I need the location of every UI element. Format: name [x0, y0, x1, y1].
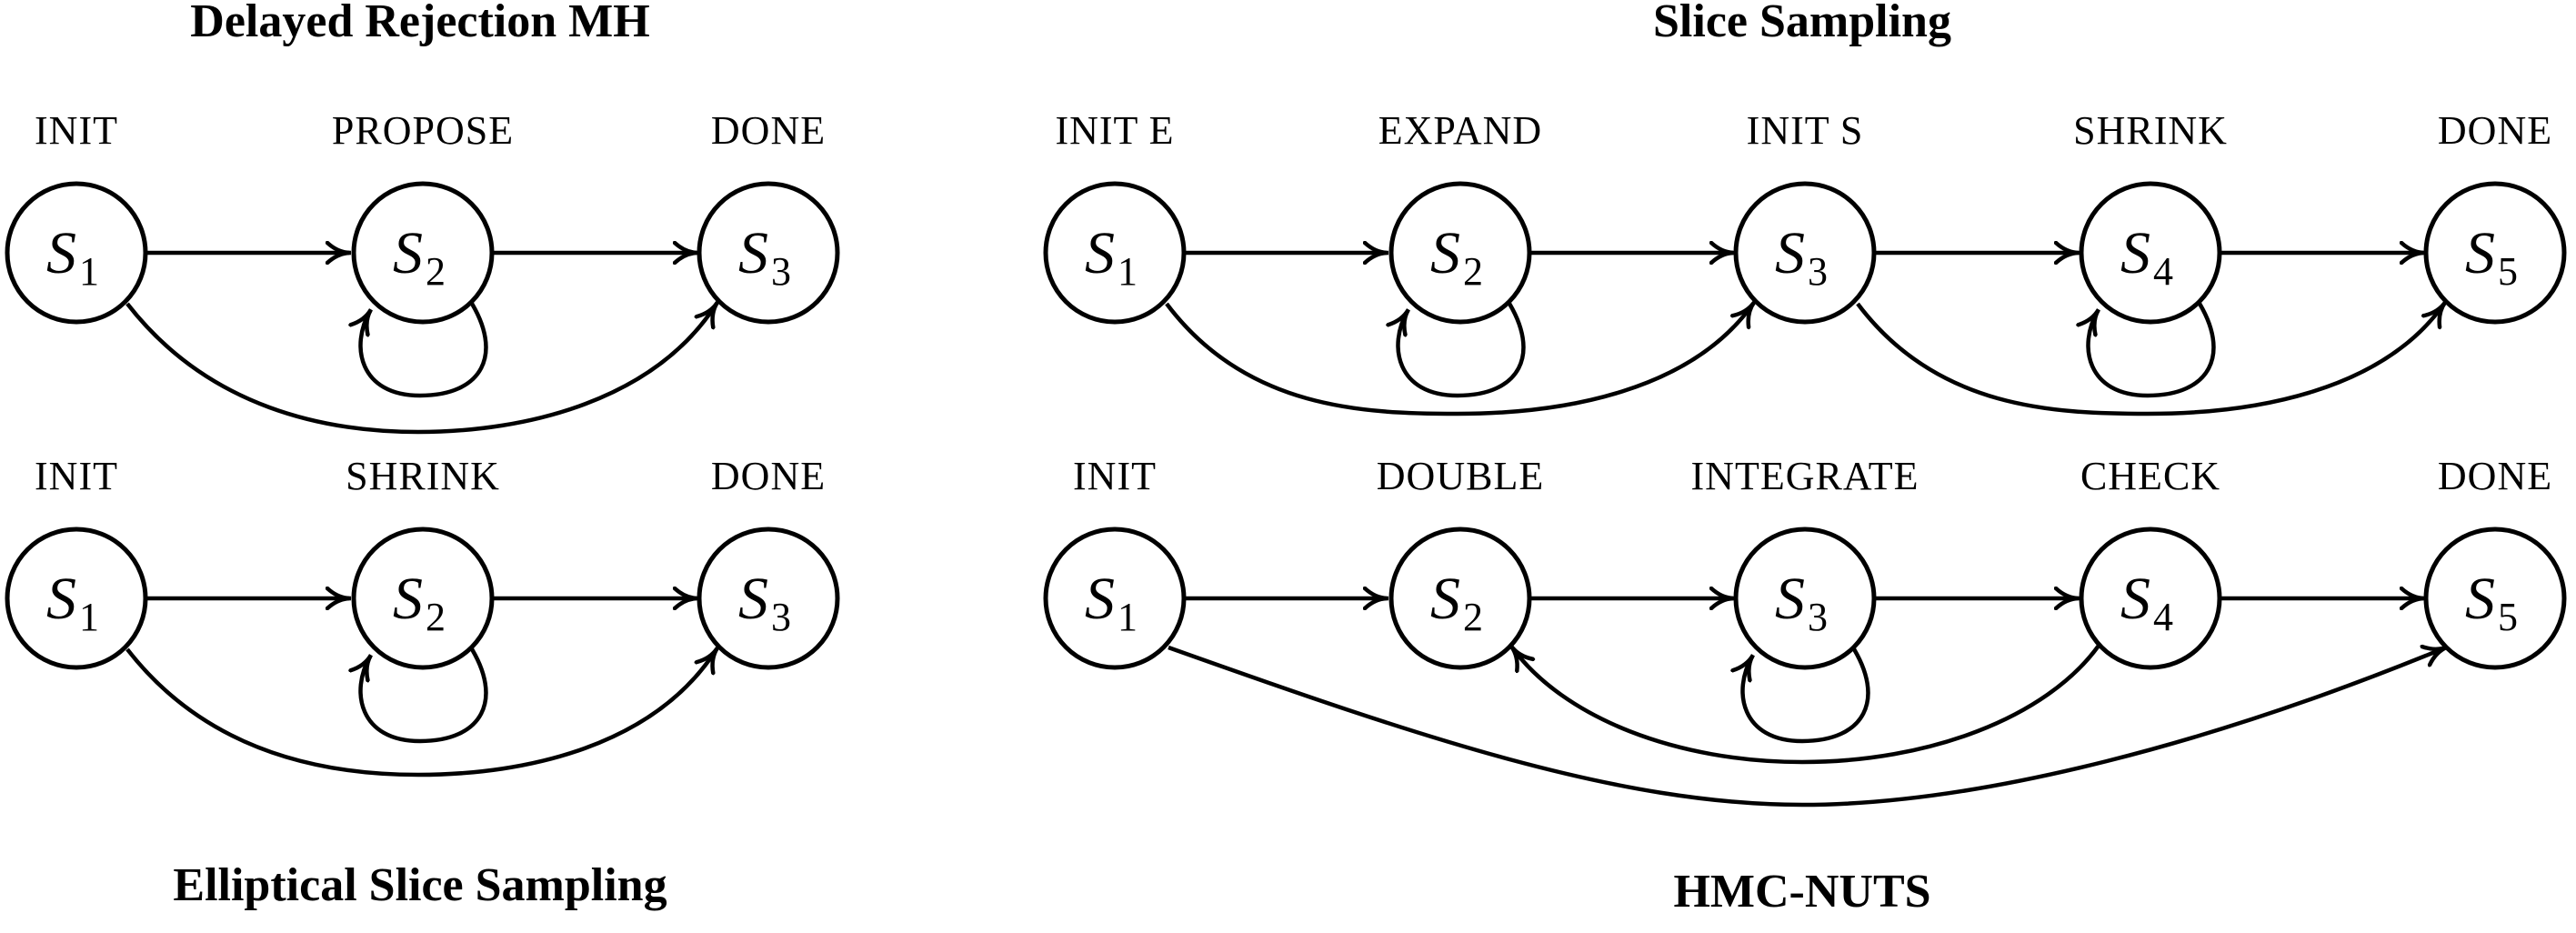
state-node — [5, 527, 148, 670]
state-label: CHECK — [2080, 454, 2220, 498]
edge-s2-self-loop — [361, 643, 488, 744]
state-s4: CHECK S4 — [2079, 454, 2222, 670]
state-s5: DONE S5 — [2423, 454, 2567, 670]
state-label: EXPAND — [1378, 108, 1542, 153]
diagram-hmc-nuts: HMC-NUTS INIT S1 DOUBLE S2 INTEGRATE S3 … — [1043, 454, 2567, 918]
state-s3: INTEGRATE S3 — [1691, 454, 1919, 670]
diagram-slice-sampling: Slice Sampling INIT E S1 EXPAND S2 INIT … — [1043, 0, 2567, 416]
state-symbol: S1 — [46, 220, 99, 294]
state-s4: SHRINK S4 — [2073, 108, 2228, 325]
state-s3: INIT S S3 — [1733, 108, 1877, 325]
state-label: PROPOSE — [332, 108, 514, 153]
state-node — [697, 181, 840, 325]
state-s1: INIT S1 — [1043, 454, 1187, 670]
state-label: INIT — [35, 454, 118, 498]
diagram-title: Elliptical Slice Sampling — [173, 859, 667, 911]
edge-s3-self-loop — [1743, 643, 1870, 744]
state-node — [1733, 181, 1877, 325]
state-symbol: S5 — [2465, 220, 2518, 294]
state-s1: INIT S1 — [5, 108, 148, 325]
state-s2: EXPAND S2 — [1378, 108, 1542, 325]
edges — [125, 253, 717, 435]
state-symbol: S3 — [738, 566, 791, 639]
state-node — [1043, 527, 1187, 670]
diagram-title: HMC-NUTS — [1673, 866, 1930, 918]
state-s2: PROPOSE S2 — [332, 108, 514, 325]
edge-s1-to-s3-arc — [125, 304, 717, 435]
state-symbol: S3 — [1775, 220, 1828, 294]
state-label: DONE — [2438, 454, 2552, 498]
state-node — [351, 527, 495, 670]
state-label: DONE — [711, 454, 826, 498]
edges — [1168, 598, 2446, 808]
diagram-title: Delayed Rejection MH — [190, 0, 649, 47]
state-symbol: S2 — [393, 220, 446, 294]
state-label: INTEGRATE — [1691, 454, 1919, 498]
diagram-delayed-rejection-mh: Delayed Rejection MH INIT S1 PROPOSE S2 … — [5, 0, 840, 435]
state-node — [2423, 181, 2567, 325]
state-node — [2079, 181, 2222, 325]
state-node — [2079, 527, 2222, 670]
state-symbol: S2 — [393, 566, 446, 639]
edge-s2-self-loop — [1398, 297, 1526, 398]
state-label: INIT — [1073, 454, 1157, 498]
state-s5: DONE S5 — [2423, 108, 2567, 325]
state-label: SHRINK — [2073, 108, 2228, 153]
state-symbol: S2 — [1430, 566, 1483, 639]
state-symbol: S4 — [2120, 566, 2173, 639]
edges — [1165, 253, 2444, 416]
state-symbol: S2 — [1430, 220, 1483, 294]
diagram-title: Slice Sampling — [1653, 0, 1951, 47]
state-s2: SHRINK S2 — [346, 454, 500, 670]
state-symbol: S3 — [1775, 566, 1828, 639]
edges — [125, 598, 717, 778]
state-node — [1388, 527, 1532, 670]
state-node — [1388, 181, 1532, 325]
edge-s4-self-loop — [2089, 297, 2216, 398]
state-node — [1733, 527, 1877, 670]
state-node — [2423, 527, 2567, 670]
edge-s1-to-s5-arc — [1168, 647, 2446, 808]
edge-s4-to-s2-arc — [1512, 644, 2100, 765]
edge-s3-to-s5-arc — [1856, 304, 2444, 416]
state-node — [1043, 181, 1187, 325]
state-node — [5, 181, 148, 325]
state-label: INIT — [35, 108, 118, 153]
edge-s1-to-s3-arc — [125, 649, 717, 778]
state-label: SHRINK — [346, 454, 500, 498]
state-symbol: S1 — [1085, 220, 1138, 294]
state-symbol: S5 — [2465, 566, 2518, 639]
state-label: DONE — [711, 108, 826, 153]
state-s3: DONE S3 — [697, 454, 840, 670]
diagram-elliptical-slice-sampling: Elliptical Slice Sampling INIT S1 SHRINK… — [5, 454, 840, 911]
state-symbol: S1 — [46, 566, 99, 639]
state-symbol: S4 — [2120, 220, 2173, 294]
state-node — [697, 527, 840, 670]
edge-s1-to-s3-arc — [1165, 304, 1753, 416]
state-s1: INIT E S1 — [1043, 108, 1187, 325]
state-label: INIT S — [1747, 108, 1864, 153]
state-label: DONE — [2438, 108, 2552, 153]
state-label: DOUBLE — [1377, 454, 1544, 498]
state-label: INIT E — [1055, 108, 1174, 153]
state-node — [351, 181, 495, 325]
state-symbol: S3 — [738, 220, 791, 294]
state-s2: DOUBLE S2 — [1377, 454, 1544, 670]
state-s3: DONE S3 — [697, 108, 840, 325]
state-s1: INIT S1 — [5, 454, 148, 670]
state-symbol: S1 — [1085, 566, 1138, 639]
edge-s2-self-loop — [361, 297, 488, 398]
